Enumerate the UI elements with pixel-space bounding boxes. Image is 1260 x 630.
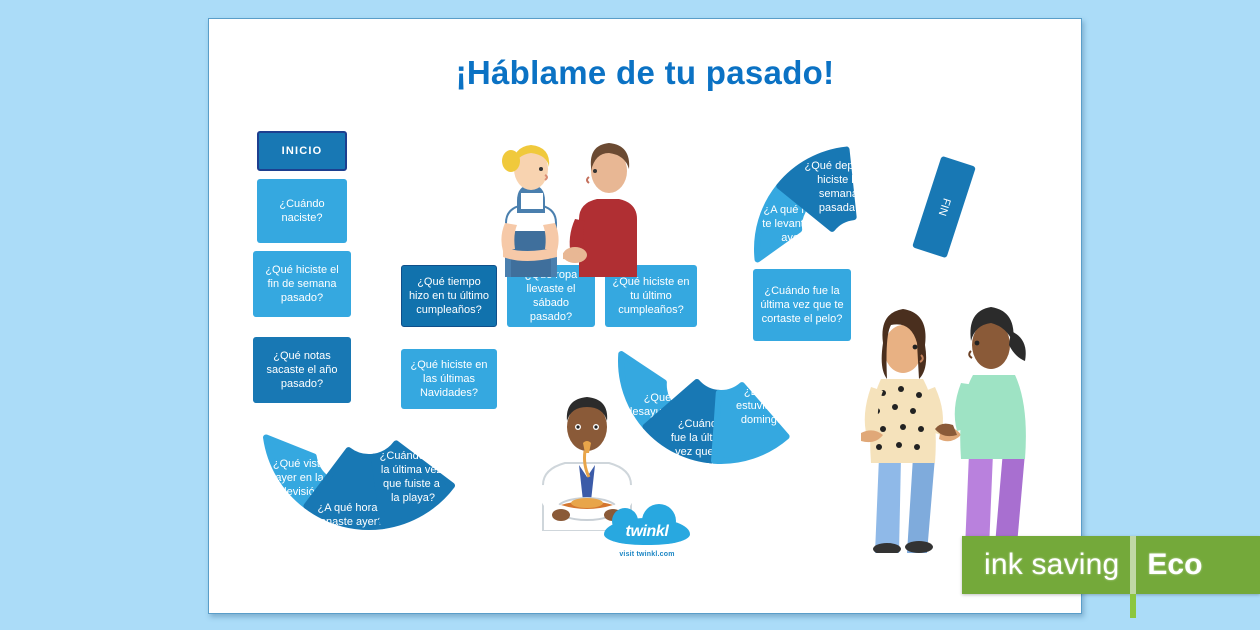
ink-saving-eco-banner: ink saving Eco: [962, 536, 1260, 594]
wedge-rl-2[interactable]: ¿Dónde estuviste el domingo?: [711, 382, 794, 466]
board-tile-left-2[interactable]: ¿Qué notas sacaste el año pasado?: [253, 337, 351, 403]
board-tile-left-0[interactable]: ¿Cuándo naciste?: [257, 179, 347, 243]
svg-text:¿Qué deporte hiciste: ¿Qué deporte hiciste la semana pasada?: [805, 160, 876, 214]
board-curve-right-upper: ¿A qué hora te levantaste ayer? ¿Qué dep…: [737, 127, 967, 267]
illustration-two-women-talking: [861, 307, 1026, 553]
svg-text:¿Dónde estuviste el: ¿Dónde estuviste el domingo?: [736, 386, 794, 426]
twinkl-logo: twinkl visit twinkl.com: [592, 504, 702, 558]
svg-text:¿Qué viste ayer en l: ¿Qué viste ayer en la televisión?: [273, 458, 329, 498]
ink-saving-label: ink saving: [984, 548, 1120, 581]
worksheet-page: ¡Háblame de tu pasado! INICIO ¿Cuándo na…: [208, 18, 1082, 614]
wedge-left-0[interactable]: ¿Qué viste ayer en la televisión?: [263, 430, 330, 510]
svg-text:¿Cuándo fue la últim: ¿Cuándo fue la última vez que fuiste a l…: [380, 450, 447, 504]
board-tile-start[interactable]: INICIO: [257, 131, 347, 171]
page-title: ¡Háblame de tu pasado!: [455, 54, 835, 91]
eco-divider: [1130, 536, 1136, 618]
board-curve-right-lower: ¿Qué desayunaste ayer? ¿Cuándo fue la úl…: [601, 339, 841, 499]
board-tile-mid-navidades[interactable]: ¿Qué hiciste en las últimas Navidades?: [401, 349, 497, 409]
board-tile-right-pelo[interactable]: ¿Cuándo fue la última vez que te cortast…: [753, 269, 851, 341]
cloud-icon: twinkl: [604, 504, 690, 548]
twinkl-wordmark: twinkl: [625, 523, 669, 540]
wedge-ru-1[interactable]: ¿Qué deporte hiciste la semana pasada?: [776, 146, 876, 234]
board-tile-mid-tiempo[interactable]: ¿Qué tiempo hizo en tu último cumpleaños…: [401, 265, 497, 327]
eco-label: Eco: [1147, 548, 1203, 581]
illustration-two-teens-talking: [501, 143, 637, 277]
illustration-boy-eating: [537, 397, 637, 531]
board-tile-left-1[interactable]: ¿Qué hiciste el fin de semana pasado?: [253, 251, 351, 317]
board-tile-mid-cumple[interactable]: ¿Qué hiciste en tu último cumpleaños?: [605, 265, 697, 327]
twinkl-tagline: visit twinkl.com: [619, 551, 675, 558]
svg-text:¿A qué hora cenaste: ¿A qué hora cenaste ayer?: [314, 502, 383, 528]
board-curve-left: ¿Qué viste ayer en la televisión? ¿A qué…: [245, 417, 475, 557]
wedge-left-2[interactable]: ¿Cuándo fue la última vez que fuiste a l…: [370, 437, 456, 529]
